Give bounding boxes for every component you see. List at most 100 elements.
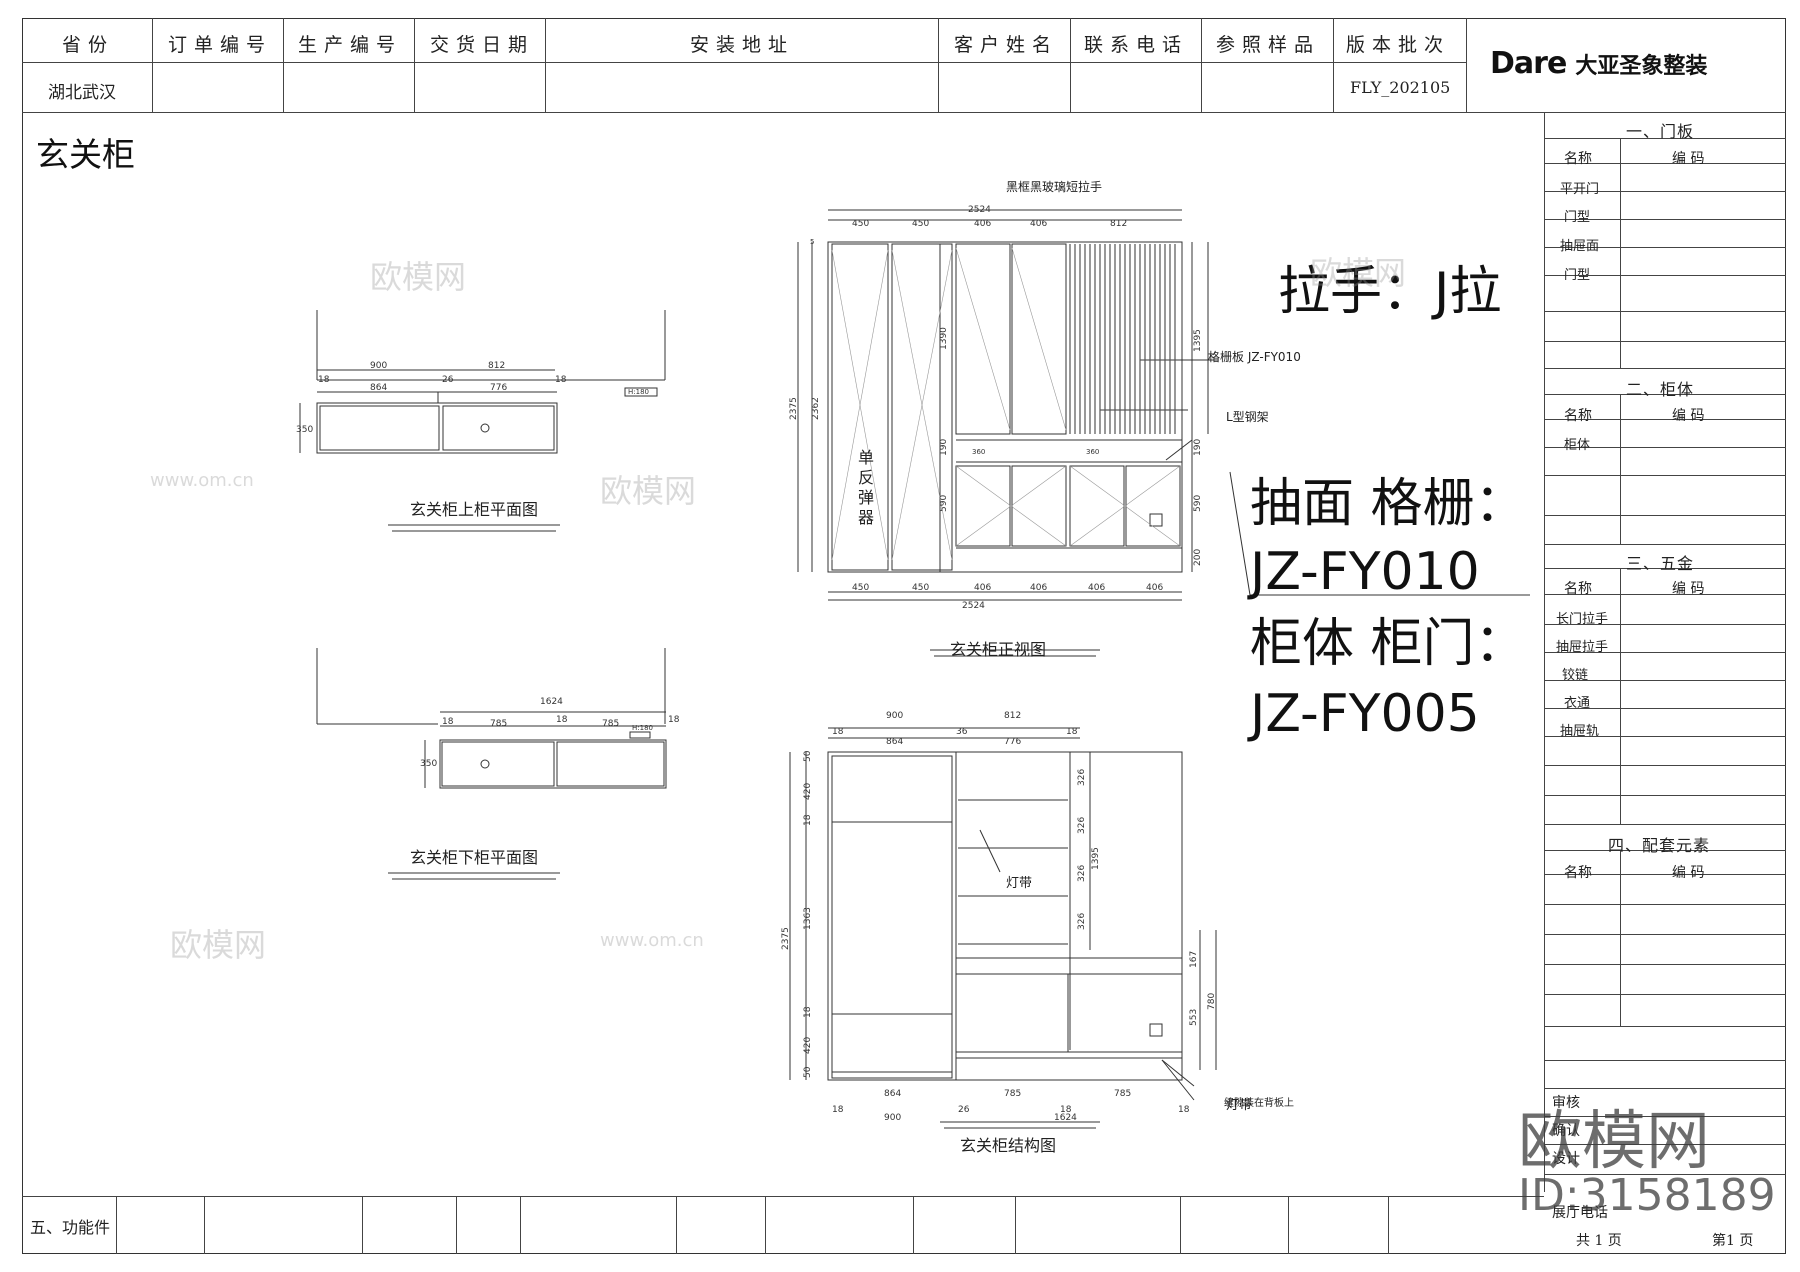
col-name-3: 名称 (1564, 581, 1592, 597)
dim-front-b4: 406 (1030, 583, 1047, 593)
confirm-label: 确认 (1552, 1123, 1580, 1139)
function-bar-label: 五、功能件 (30, 1218, 111, 1237)
dim-st-lh1: 50 (803, 750, 813, 762)
col-code-4: 编 码 (1672, 865, 1705, 881)
dim-front-h7: 590 (1193, 495, 1203, 512)
dim-st-rh3: 326 (1077, 865, 1087, 882)
dim-st-b785b: 785 (1114, 1089, 1131, 1099)
dim-low-tag: H:180 (632, 724, 653, 732)
dim-low-18c: 18 (668, 715, 680, 725)
watermark-id: ID:3158189 (1518, 1170, 1776, 1221)
dim-front-t5: 812 (1110, 219, 1127, 229)
dim-low-18b: 18 (556, 715, 568, 725)
dim-front-t3: 406 (974, 219, 991, 229)
page-number: 第1 页 (1712, 1233, 1754, 1249)
watermark-brand-3: 欧模网 (170, 926, 267, 964)
dim-front-small: 5 (810, 238, 814, 246)
dim-low-785b: 785 (602, 719, 619, 729)
province-value: 湖北武汉 (48, 83, 116, 103)
col-code-2: 编 码 (1672, 408, 1705, 424)
col-name-2: 名称 (1564, 408, 1592, 424)
front-view-caption: 玄关柜正视图 (950, 640, 1047, 659)
dim-st-rh6: 553 (1189, 1009, 1199, 1026)
dim-st-36: 36 (956, 727, 968, 737)
dim-st-rh5: 167 (1189, 951, 1199, 968)
section-accessory-title: 四、配套元素 (1608, 836, 1711, 855)
dim-up-350: 350 (296, 425, 313, 435)
dim-front-h1: 1390 (939, 327, 949, 350)
dim-low-350: 350 (420, 759, 437, 769)
dim-low-1624: 1624 (540, 697, 563, 707)
logo-company: 大亚圣象整装 (1575, 54, 1708, 79)
section-hardware-title: 三、五金 (1626, 554, 1695, 573)
dim-st-rh2: 326 (1077, 817, 1087, 834)
dim-st-rtotal: 1395 (1091, 847, 1101, 870)
grille-label: 格栅板 JZ-FY010 (1208, 350, 1301, 364)
col-name-4: 名称 (1564, 865, 1592, 881)
dim-front-b3: 406 (974, 583, 991, 593)
dim-up-864: 864 (370, 383, 387, 393)
header-delivery-date-label: 交货日期 (430, 34, 535, 56)
row-door-2: 门型 (1564, 210, 1591, 225)
dim-st-total-h: 2375 (781, 927, 791, 950)
dim-front-b6: 406 (1146, 583, 1163, 593)
header-address-label: 安装地址 (690, 34, 795, 56)
dim-front-total-top: 2524 (968, 205, 991, 215)
dim-up-26: 26 (442, 375, 454, 385)
row-hw-3: 铰链 (1562, 668, 1589, 683)
dim-st-b785a: 785 (1004, 1089, 1021, 1099)
dim-front-h6: 190 (1193, 439, 1203, 456)
watermark-site-1: www.om.cn (150, 470, 254, 491)
upper-plan-caption: 玄关柜上柜平面图 (410, 500, 539, 519)
led-strip-label: 灯带 (1006, 876, 1033, 891)
dim-st-900: 900 (886, 711, 903, 721)
header-customer-label: 客户姓名 (954, 34, 1059, 56)
dim-st-864: 864 (886, 737, 903, 747)
gap-note-label: 缝隙装在背板上 (1224, 1098, 1294, 1109)
company-logo: Dare 大亚圣象整装 (1490, 46, 1707, 81)
dim-front-t2: 450 (912, 219, 929, 229)
col-code-3: 编 码 (1672, 581, 1705, 597)
dim-st-18b: 18 (1066, 727, 1078, 737)
row-hw-4: 衣通 (1564, 696, 1591, 711)
front-elevation-drawing (797, 209, 1530, 657)
watermark-site-2: www.om.cn (600, 930, 704, 951)
dim-low-785a: 785 (490, 719, 507, 729)
spring-label: 单反弹器 (858, 448, 875, 527)
row-hw-1: 长门拉手 (1556, 612, 1609, 627)
version-value: FLY_202105 (1350, 78, 1451, 97)
upper-plan-drawing (299, 310, 666, 532)
dim-st-lh3: 18 (803, 814, 813, 826)
dim-st-b864: 864 (884, 1089, 901, 1099)
dim-front-b5: 406 (1088, 583, 1105, 593)
showroom-phone-label: 展厅电话 (1552, 1205, 1608, 1221)
header-production-no-label: 生产编号 (298, 34, 403, 56)
led-strip-label-2: 灯带 (1226, 1098, 1253, 1113)
col-code-1: 编 码 (1672, 151, 1705, 167)
dim-st-b18c: 18 (1178, 1105, 1190, 1115)
dim-front-h5: 1395 (1193, 329, 1203, 352)
dim-st-lh6: 420 (803, 1037, 813, 1054)
watermark-brand-4: 欧模网 (1310, 254, 1407, 292)
design-label: 设计 (1552, 1151, 1580, 1167)
drawing-frame (22, 18, 1786, 1254)
dim-front-h3: 590 (939, 495, 949, 512)
dim-st-lh7: 50 (803, 1066, 813, 1078)
dim-st-lh5: 18 (803, 1006, 813, 1018)
row-hw-5: 抽屉轨 (1560, 724, 1600, 739)
dim-st-b26: 26 (958, 1105, 970, 1115)
watermark-brand-1: 欧模网 (370, 258, 467, 296)
row-body-1: 柜体 (1564, 438, 1591, 453)
section-door-title: 一、门板 (1626, 122, 1695, 141)
dim-st-b900: 900 (884, 1113, 901, 1123)
drawer-annotation-1: 抽面 格栅： (1250, 474, 1527, 534)
dim-up-18a: 18 (318, 375, 330, 385)
dim-front-t4: 406 (1030, 219, 1047, 229)
dim-front-mid-a: 360 (972, 448, 985, 456)
dim-front-mid-b: 360 (1086, 448, 1099, 456)
structure-caption: 玄关柜结构图 (960, 1136, 1057, 1155)
dim-front-h-2375: 2375 (789, 397, 799, 420)
header-sample-label: 参照样品 (1216, 34, 1321, 56)
dim-up-776: 776 (490, 383, 507, 393)
